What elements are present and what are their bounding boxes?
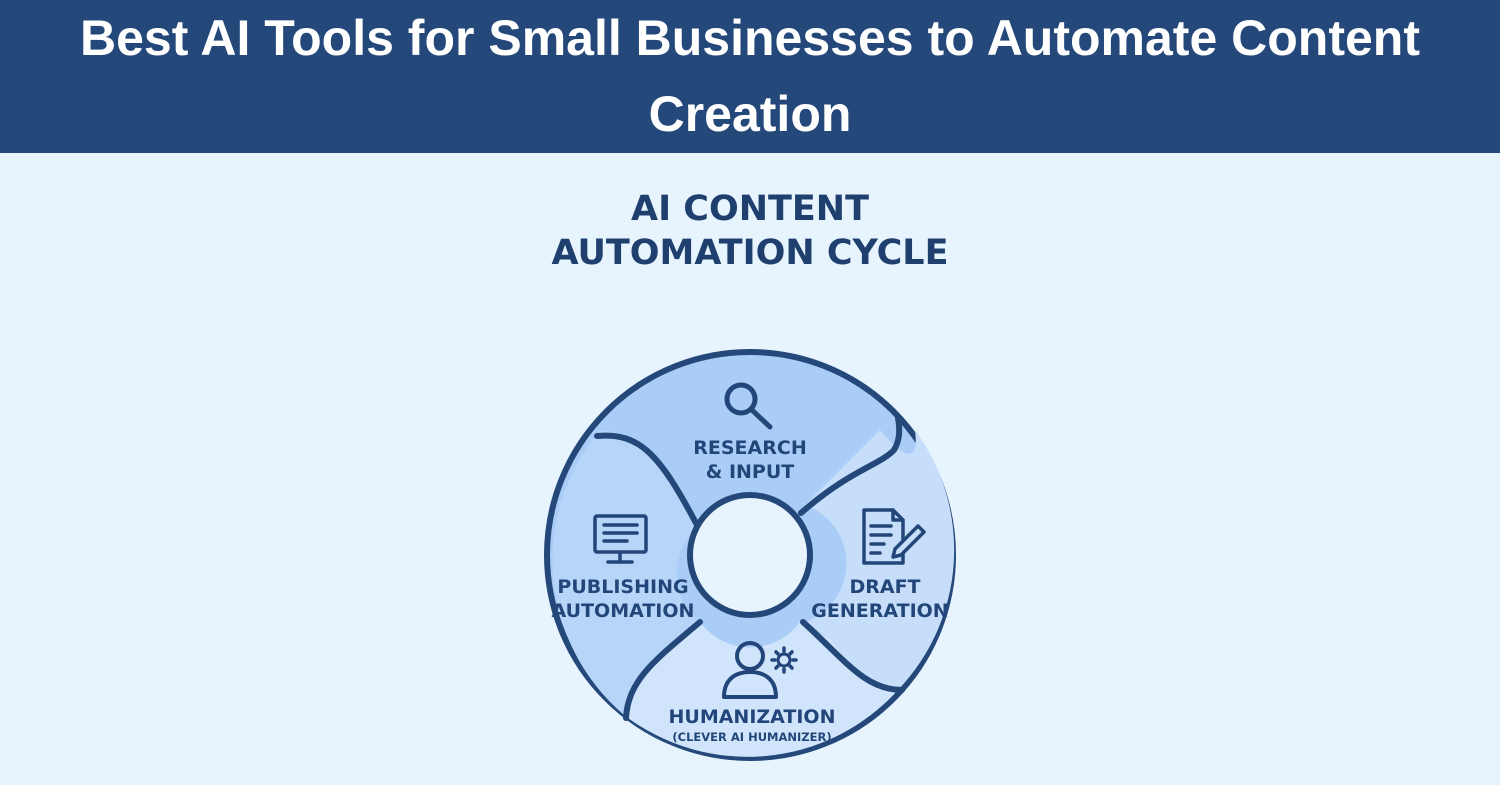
magnifier-icon <box>724 382 773 430</box>
diagram-title-line-1: AI CONTENT <box>631 189 869 229</box>
monitor-icon <box>593 514 648 564</box>
document-pencil-icon <box>862 508 926 565</box>
diagram-title: AI CONTENT AUTOMATION CYCLE <box>450 187 1050 275</box>
segment-draft-generation <box>805 430 955 690</box>
cycle-center <box>687 492 813 618</box>
diagram-title-line-2: AUTOMATION CYCLE <box>551 233 949 273</box>
divider-bottom-left <box>623 619 703 721</box>
segment-humanization <box>624 622 898 757</box>
divider-bottom-right <box>800 619 905 693</box>
person-gear-icon <box>722 641 798 699</box>
divider-top-left <box>594 432 700 528</box>
page-title: Best AI Tools for Small Businesses to Au… <box>80 10 1420 142</box>
segment-label-automation: AUTOMATION <box>552 600 695 622</box>
segment-label-draft: DRAFT <box>849 576 920 598</box>
segment-label-input: & INPUT <box>706 461 795 483</box>
segment-label-humanization: HUMANIZATION <box>668 706 835 728</box>
segment-publishing-automation <box>552 430 700 715</box>
header-banner: Best AI Tools for Small Businesses to Au… <box>0 0 1500 153</box>
segment-label-generation: GENERATION <box>811 600 948 622</box>
segment-label-research: RESEARCH <box>693 437 806 459</box>
segment-label-publishing: PUBLISHING <box>557 576 688 598</box>
segment-label-clever-ai-humanizer: (CLEVER AI HUMANIZER) <box>672 730 831 744</box>
divider-top-right <box>798 415 903 516</box>
